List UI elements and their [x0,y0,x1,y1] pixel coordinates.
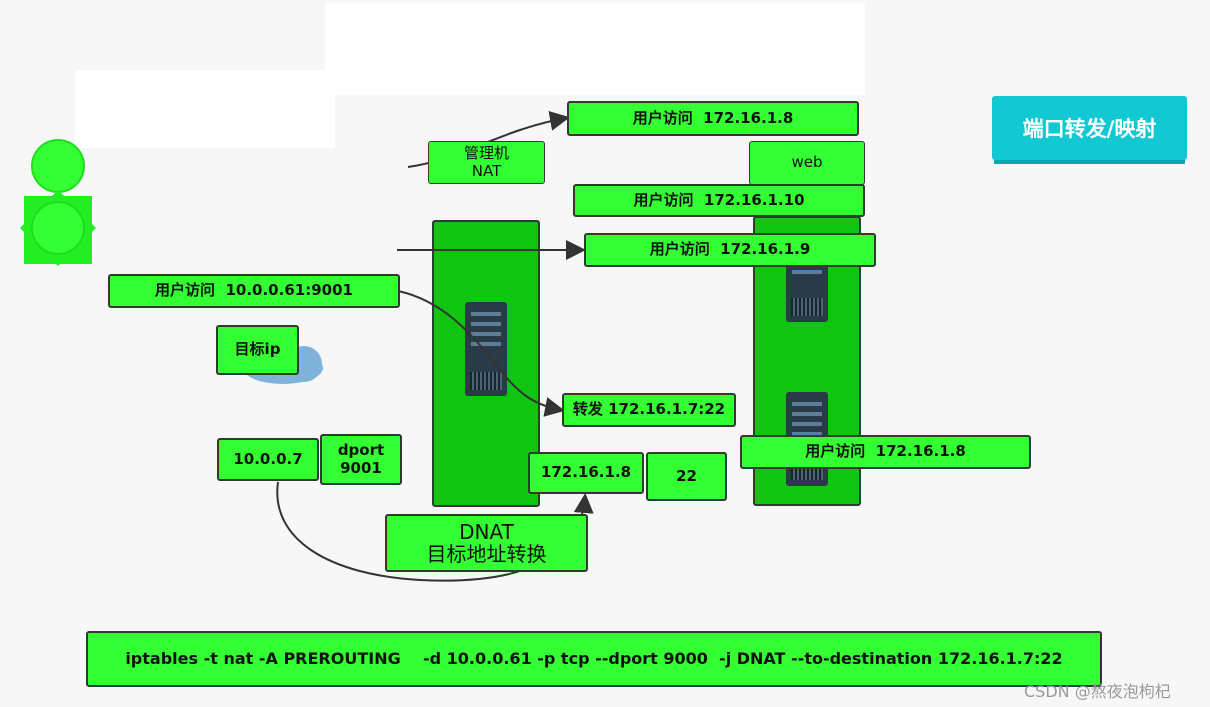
user-access-source: 用户访问 10.0.0.61:9001 [108,274,400,308]
user-access-172-16-1-8-bottom: 用户访问 172.16.1.8 [740,435,1031,469]
watermark: CSDN @熬夜泡枸杞 [1024,682,1171,701]
user-icon [20,139,96,266]
port-22-box: 22 [646,452,727,501]
ip-10-0-0-7-box: 10.0.0.7 [217,438,319,481]
server-icon [465,302,507,396]
dport-box: dport 9001 [320,434,402,485]
mgmt-nat-box: 管理机 NAT [428,141,545,184]
web-box: web [749,141,865,185]
ip-172-16-1-8-box: 172.16.1.8 [528,452,644,494]
title-badge: 端口转发/映射 [992,96,1187,160]
target-ip-box: 目标ip [216,325,299,375]
blank-patch [75,70,335,148]
user-access-172-16-1-9: 用户访问 172.16.1.9 [584,233,876,267]
user-access-172-16-1-8-top: 用户访问 172.16.1.8 [567,101,859,136]
forward-box: 转发 172.16.1.7:22 [562,393,736,427]
user-access-172-16-1-10: 用户访问 172.16.1.10 [573,184,865,217]
dnat-box: DNAT 目标地址转换 [385,514,588,572]
iptables-command: iptables -t nat -A PREROUTING -d 10.0.0.… [86,631,1102,687]
blank-patch [325,3,865,95]
